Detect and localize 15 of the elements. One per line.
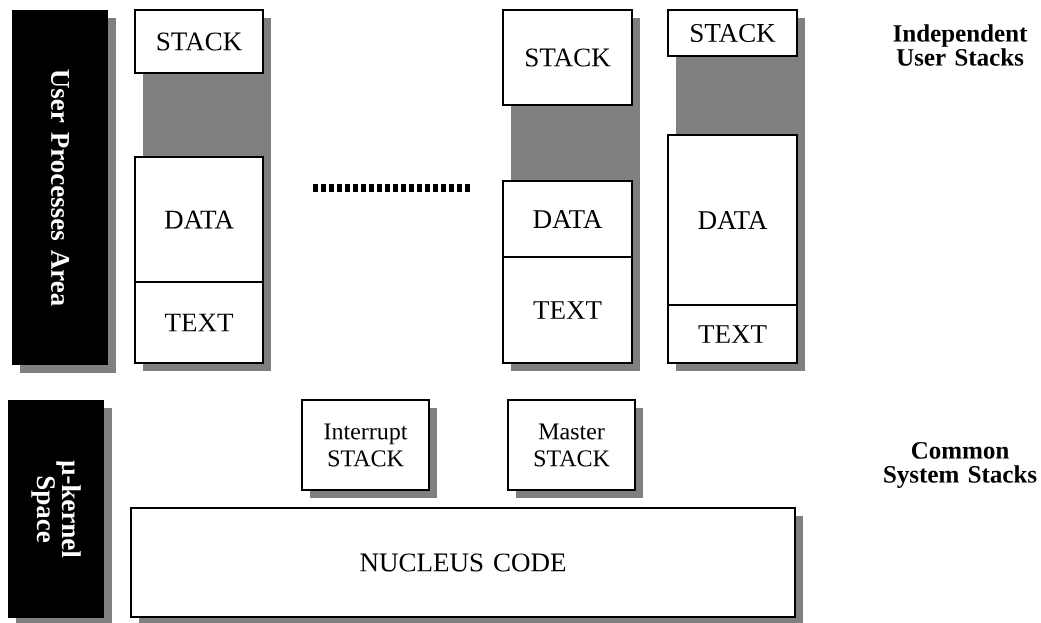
memory-segment-box: DATA [134, 156, 264, 283]
stack-box: Interrupt STACK [301, 399, 430, 491]
stack-box: Master STACK [507, 399, 636, 491]
memory-segment-box: NUCLEUS CODE [130, 507, 796, 618]
memory-segment-box: STACK [667, 9, 798, 57]
side-band: User Processes Area [12, 10, 108, 365]
section-heading: Independent User Stacks [893, 24, 1028, 66]
section-heading: Common System Stacks [884, 442, 1037, 488]
memory-segment-box: TEXT [502, 256, 633, 364]
memory-segment-box: TEXT [667, 304, 798, 364]
memory-segment-box: STACK [502, 9, 633, 106]
side-band: μ-kernel Space [8, 400, 104, 618]
memory-segment-box: STACK [134, 9, 264, 74]
memory-segment-box: TEXT [134, 281, 264, 364]
memory-segment-box: DATA [502, 180, 633, 258]
